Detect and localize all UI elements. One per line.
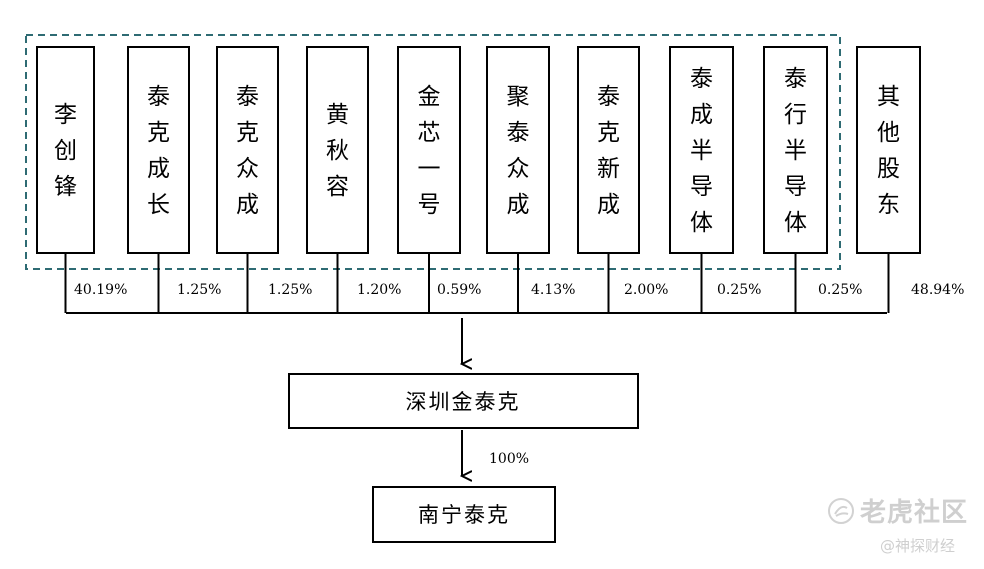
shareholder-box: 黄秋容 [306,46,369,313]
watermark-main: 老虎社区 [860,498,969,528]
shareholder-box: 其他股东 [856,46,921,313]
watermark-sub: @神探财经 [880,537,956,555]
shareholding-pct: 48.94% [911,282,964,298]
shareholder-box: 聚泰众成 [486,46,550,313]
shareholder-box: 李创锋 [36,46,95,313]
shareholder-name: 金芯一号 [418,84,441,218]
shareholder-box-frame [577,46,640,254]
shareholder-box-frame [669,46,734,254]
shareholder-box: 泰克新成 [577,46,640,313]
shareholder-name: 聚泰众成 [507,84,530,218]
shareholder-box-frame [397,46,461,254]
shareholder-box-frame [36,46,95,254]
shareholder-name: 泰行半导体 [784,66,807,236]
shareholder-box: 金芯一号 [397,46,461,313]
shareholding-pct: 1.25% [177,282,221,298]
shareholder-box: 泰克众成 [216,46,279,313]
shareholding-pct: 0.25% [818,282,862,298]
company-name: 深圳金泰克 [406,390,521,414]
subsidiary-pct: 100% [489,451,529,467]
percentage-labels: 40.19% 1.25% 1.25% 1.20% 0.59% 4.13% 2.00% 0.25… [74,282,964,298]
subsidiary-name: 南宁泰克 [418,503,510,527]
dashed-group-border [25,34,841,270]
shareholding-pct: 1.20% [357,282,401,298]
shareholder-box-frame [127,46,190,254]
shareholder-name: 泰克众成 [236,84,259,218]
shareholding-pct: 1.25% [268,282,312,298]
shareholder-box: 泰成半导体 [669,46,734,313]
shareholder-name: 其他股东 [877,84,900,218]
shareholding-pct: 40.19% [74,282,127,298]
shareholder-box-frame [486,46,550,254]
shareholder-box-frame [216,46,279,254]
tiger-logo-icon [828,498,854,524]
shareholder-boxes: 李创锋 泰克成长 泰克众成 黄秋容 金芯一号 聚泰众成 泰克新成 泰成半导体 泰行半导体 其他股东 [36,46,921,313]
shareholding-pct: 4.13% [531,282,575,298]
shareholding-pct: 2.00% [624,282,668,298]
shareholding-pct: 0.59% [437,282,481,298]
company-box [288,373,639,429]
shareholder-box-frame [856,46,921,254]
shareholding-pct: 0.25% [717,282,761,298]
subsidiary-box [372,486,556,543]
shareholder-name: 李创锋 [54,102,77,200]
shareholder-box-frame [306,46,369,254]
shareholder-box: 泰行半导体 [763,46,828,313]
shareholder-box: 泰克成长 [127,46,190,313]
shareholder-name: 泰克成长 [147,84,170,218]
shareholder-name: 泰克新成 [597,84,620,218]
shareholder-name: 泰成半导体 [690,66,713,236]
shareholder-name: 黄秋容 [326,102,349,200]
shareholder-box-frame [763,46,828,254]
